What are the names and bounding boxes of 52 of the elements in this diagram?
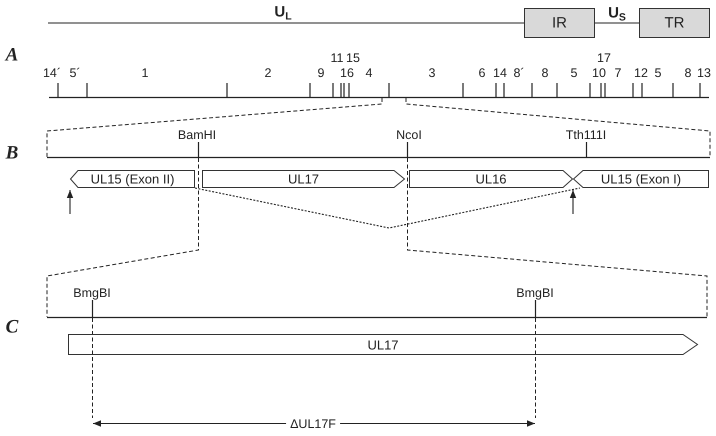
fragment-number: 5 — [570, 66, 578, 79]
fragment-number: 8´ — [513, 66, 525, 79]
gene-label: UL15 (Exon I) — [600, 172, 682, 186]
gene-label: UL17 — [288, 172, 320, 186]
gene-segment — [573, 170, 709, 188]
fragment-number: 3 — [428, 66, 436, 79]
segment-line — [48, 22, 524, 24]
panel-letter: C — [6, 318, 18, 336]
fragment-number: 7 — [614, 66, 622, 79]
gene-segment — [202, 170, 405, 188]
dimension-label: ΔUL17F — [286, 417, 340, 430]
splice-line — [194, 187, 580, 229]
panel-letter: B — [6, 144, 18, 162]
panel-letter: A — [6, 46, 18, 64]
fragment-number: 5 — [654, 66, 662, 79]
gene-label: UL15 (Exon II) — [90, 172, 174, 186]
fragment-number: 14´ — [42, 66, 62, 79]
fragment-number: 12 — [634, 66, 648, 79]
site-label: BmgBI — [516, 286, 554, 300]
fragment-number: 1 — [142, 66, 148, 79]
fragment-number: 8 — [684, 66, 692, 79]
fragment-number: 10 — [592, 66, 606, 79]
fragment-number: 8 — [542, 66, 548, 79]
fragment-number: 4 — [366, 66, 372, 79]
gene-segment — [409, 170, 573, 188]
box-label: TR — [664, 16, 684, 30]
site-label: BamHI — [178, 128, 216, 142]
gene-label: UL16 — [475, 172, 507, 186]
segment-label: U$_{L}$ — [272, 4, 294, 20]
arrow — [66, 190, 74, 214]
fragment-number: 6 — [478, 66, 486, 79]
gene-segment — [70, 170, 195, 188]
site-label: BmgBI — [73, 286, 111, 300]
arrow — [570, 190, 576, 214]
repeat-region-box — [524, 8, 595, 38]
repeat-region-box — [639, 8, 710, 38]
fragment-number: 2 — [264, 66, 272, 79]
fragment-number: 9 — [318, 66, 324, 79]
gene-segment — [68, 334, 698, 355]
fragment-number: 11 — [330, 52, 344, 64]
box-label: IR — [552, 16, 567, 30]
site-label: NcoI — [396, 128, 422, 142]
segment-line — [595, 22, 639, 24]
fragment-number: 5´ — [69, 66, 81, 79]
fragment-number: 13 — [697, 66, 711, 79]
fragment-number: 17 — [597, 52, 611, 64]
gene-label: UL17 — [367, 338, 399, 351]
fragment-number: 14 — [493, 66, 507, 79]
fragment-number: 15 — [346, 52, 360, 64]
segment-label: U$_{S}$ — [606, 6, 628, 20]
site-label: Tth111I — [566, 128, 606, 142]
fragment-number: 16 — [340, 66, 354, 79]
